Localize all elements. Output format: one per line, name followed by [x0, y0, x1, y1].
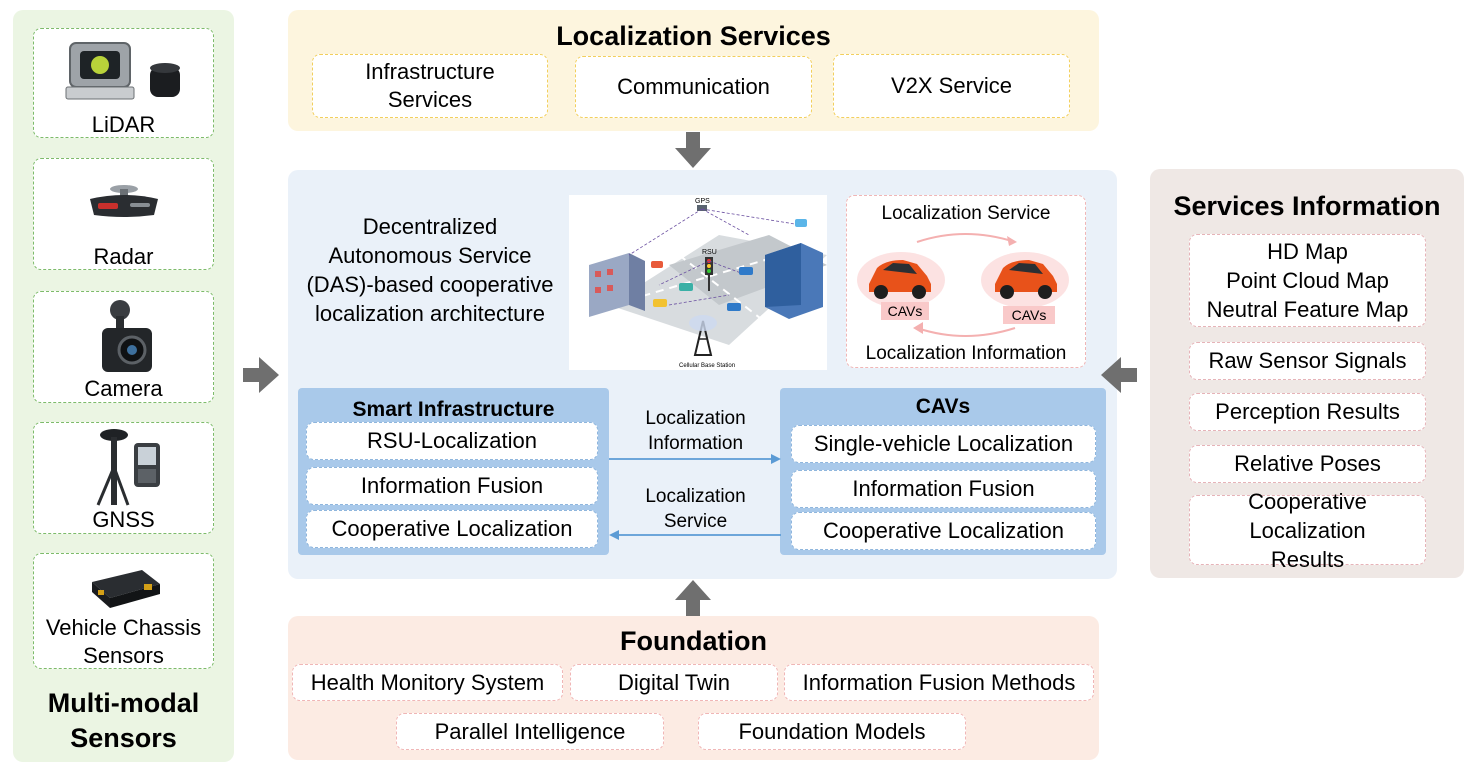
sensors-title: Multi-modal Sensors — [47, 688, 200, 753]
sensor-label: Camera — [84, 376, 163, 401]
service-communication: Communication — [575, 56, 812, 118]
sensor-card-gnss: GNSS — [33, 422, 214, 534]
architecture-description: Decentralized Autonomous Service (DAS)-b… — [306, 214, 554, 326]
arrow-down-top — [675, 132, 711, 168]
foundation-title: Foundation — [620, 626, 767, 656]
foundation-digital-twin: Digital Twin — [570, 664, 778, 701]
camera-icon — [102, 300, 152, 372]
si-item-information-fusion: Information Fusion — [306, 467, 598, 505]
arrow-right-sensors — [243, 357, 279, 393]
cav-car-left-icon — [869, 260, 931, 299]
foundation-parallel-intelligence: Parallel Intelligence — [396, 713, 664, 750]
arrow-right-label: Localization Information — [645, 408, 746, 454]
cav-item-information-fusion: Information Fusion — [791, 470, 1096, 508]
arrow-left-services-info — [1101, 357, 1137, 393]
info-cooperative-localization-results: Cooperative Localization Results — [1189, 489, 1426, 572]
map-item-neutral-feature: Neutral Feature Map — [1206, 297, 1409, 322]
si-item-cooperative-localization: Cooperative Localization — [306, 510, 598, 548]
info-perception-results: Perception Results — [1189, 393, 1426, 431]
sensor-label: GNSS — [92, 507, 155, 532]
cav-car-right-icon — [995, 260, 1057, 299]
foundation-foundation-models: Foundation Models — [698, 713, 966, 750]
sensor-card-chassis: Vehicle Chassis Sensors — [33, 553, 214, 669]
cav-label-left: CAVs — [887, 303, 923, 319]
si-item-rsu-localization: RSU-Localization — [306, 422, 598, 460]
chassis-sensor-icon — [92, 570, 160, 608]
exchange-top-label: Localization Service — [881, 203, 1051, 224]
cavs-module: CAVs Single-vehicle Localization Informa… — [780, 388, 1106, 555]
cav-item-single-vehicle-localization: Single-vehicle Localization — [791, 425, 1096, 463]
info-raw-sensor-signals: Raw Sensor Signals — [1189, 342, 1426, 380]
localization-services-panel: Localization Services Infrastructure Ser… — [288, 10, 1099, 131]
map-item-point-cloud: Point Cloud Map — [1226, 268, 1389, 293]
services-information-panel: Services Information HD Map Point Cloud … — [1150, 169, 1464, 578]
traffic-scene-illustration: GPS RSU — [589, 198, 827, 369]
foundation-health-monitory: Health Monitory System — [292, 664, 563, 701]
rsu-caption: RSU — [702, 249, 717, 256]
traffic-scene: GPS RSU — [569, 195, 827, 370]
sensor-label: Vehicle Chassis Sensors — [45, 615, 202, 668]
sensor-card-radar: Radar — [33, 158, 214, 270]
map-item-hd-map: HD Map — [1267, 239, 1348, 264]
sensor-card-lidar: LiDAR — [33, 28, 214, 138]
service-v2x: V2X Service — [833, 54, 1070, 118]
sensor-label: LiDAR — [91, 112, 156, 137]
exchange-bottom-label: Localization Information — [865, 343, 1067, 364]
cav-item-cooperative-localization: Cooperative Localization — [791, 512, 1096, 550]
arrow-left-label: Localization Service — [645, 486, 746, 532]
sensors-panel: LiDAR Radar Camera — [13, 10, 234, 762]
cav-exchange-box: Localization Service — [846, 195, 1086, 368]
center-panel: Decentralized Autonomous Service (DAS)-b… — [288, 170, 1117, 579]
sensor-card-camera: Camera — [33, 291, 214, 403]
foundation-panel: Foundation Health Monitory System Digita… — [288, 616, 1099, 760]
arrow-up-foundation — [675, 580, 711, 616]
radar-icon — [90, 185, 158, 217]
services-information-title: Services Information — [1173, 191, 1441, 221]
gnss-icon — [96, 429, 160, 506]
smart-infrastructure-module: Smart Infrastructure RSU-Localization In… — [298, 388, 609, 555]
smart-infrastructure-title: Smart Infrastructure — [352, 398, 555, 421]
localization-services-title: Localization Services — [556, 21, 831, 51]
exchange-graphic — [857, 233, 1069, 337]
info-relative-poses: Relative Poses — [1189, 445, 1426, 483]
arrow-left-link — [609, 530, 781, 540]
foundation-information-fusion-methods: Information Fusion Methods — [784, 664, 1094, 701]
cav-label-right: CAVs — [1011, 307, 1047, 323]
arrow-right-link — [609, 454, 781, 464]
sensor-label: Radar — [93, 244, 154, 269]
cavs-title: CAVs — [915, 395, 971, 418]
base-station-caption: Cellular Base Station — [679, 363, 735, 369]
lidar-icon — [65, 42, 180, 100]
gps-caption: GPS — [695, 198, 710, 205]
map-items-box: HD Map Point Cloud Map Neutral Feature M… — [1189, 234, 1426, 327]
service-infrastructure: Infrastructure Services — [312, 54, 548, 118]
